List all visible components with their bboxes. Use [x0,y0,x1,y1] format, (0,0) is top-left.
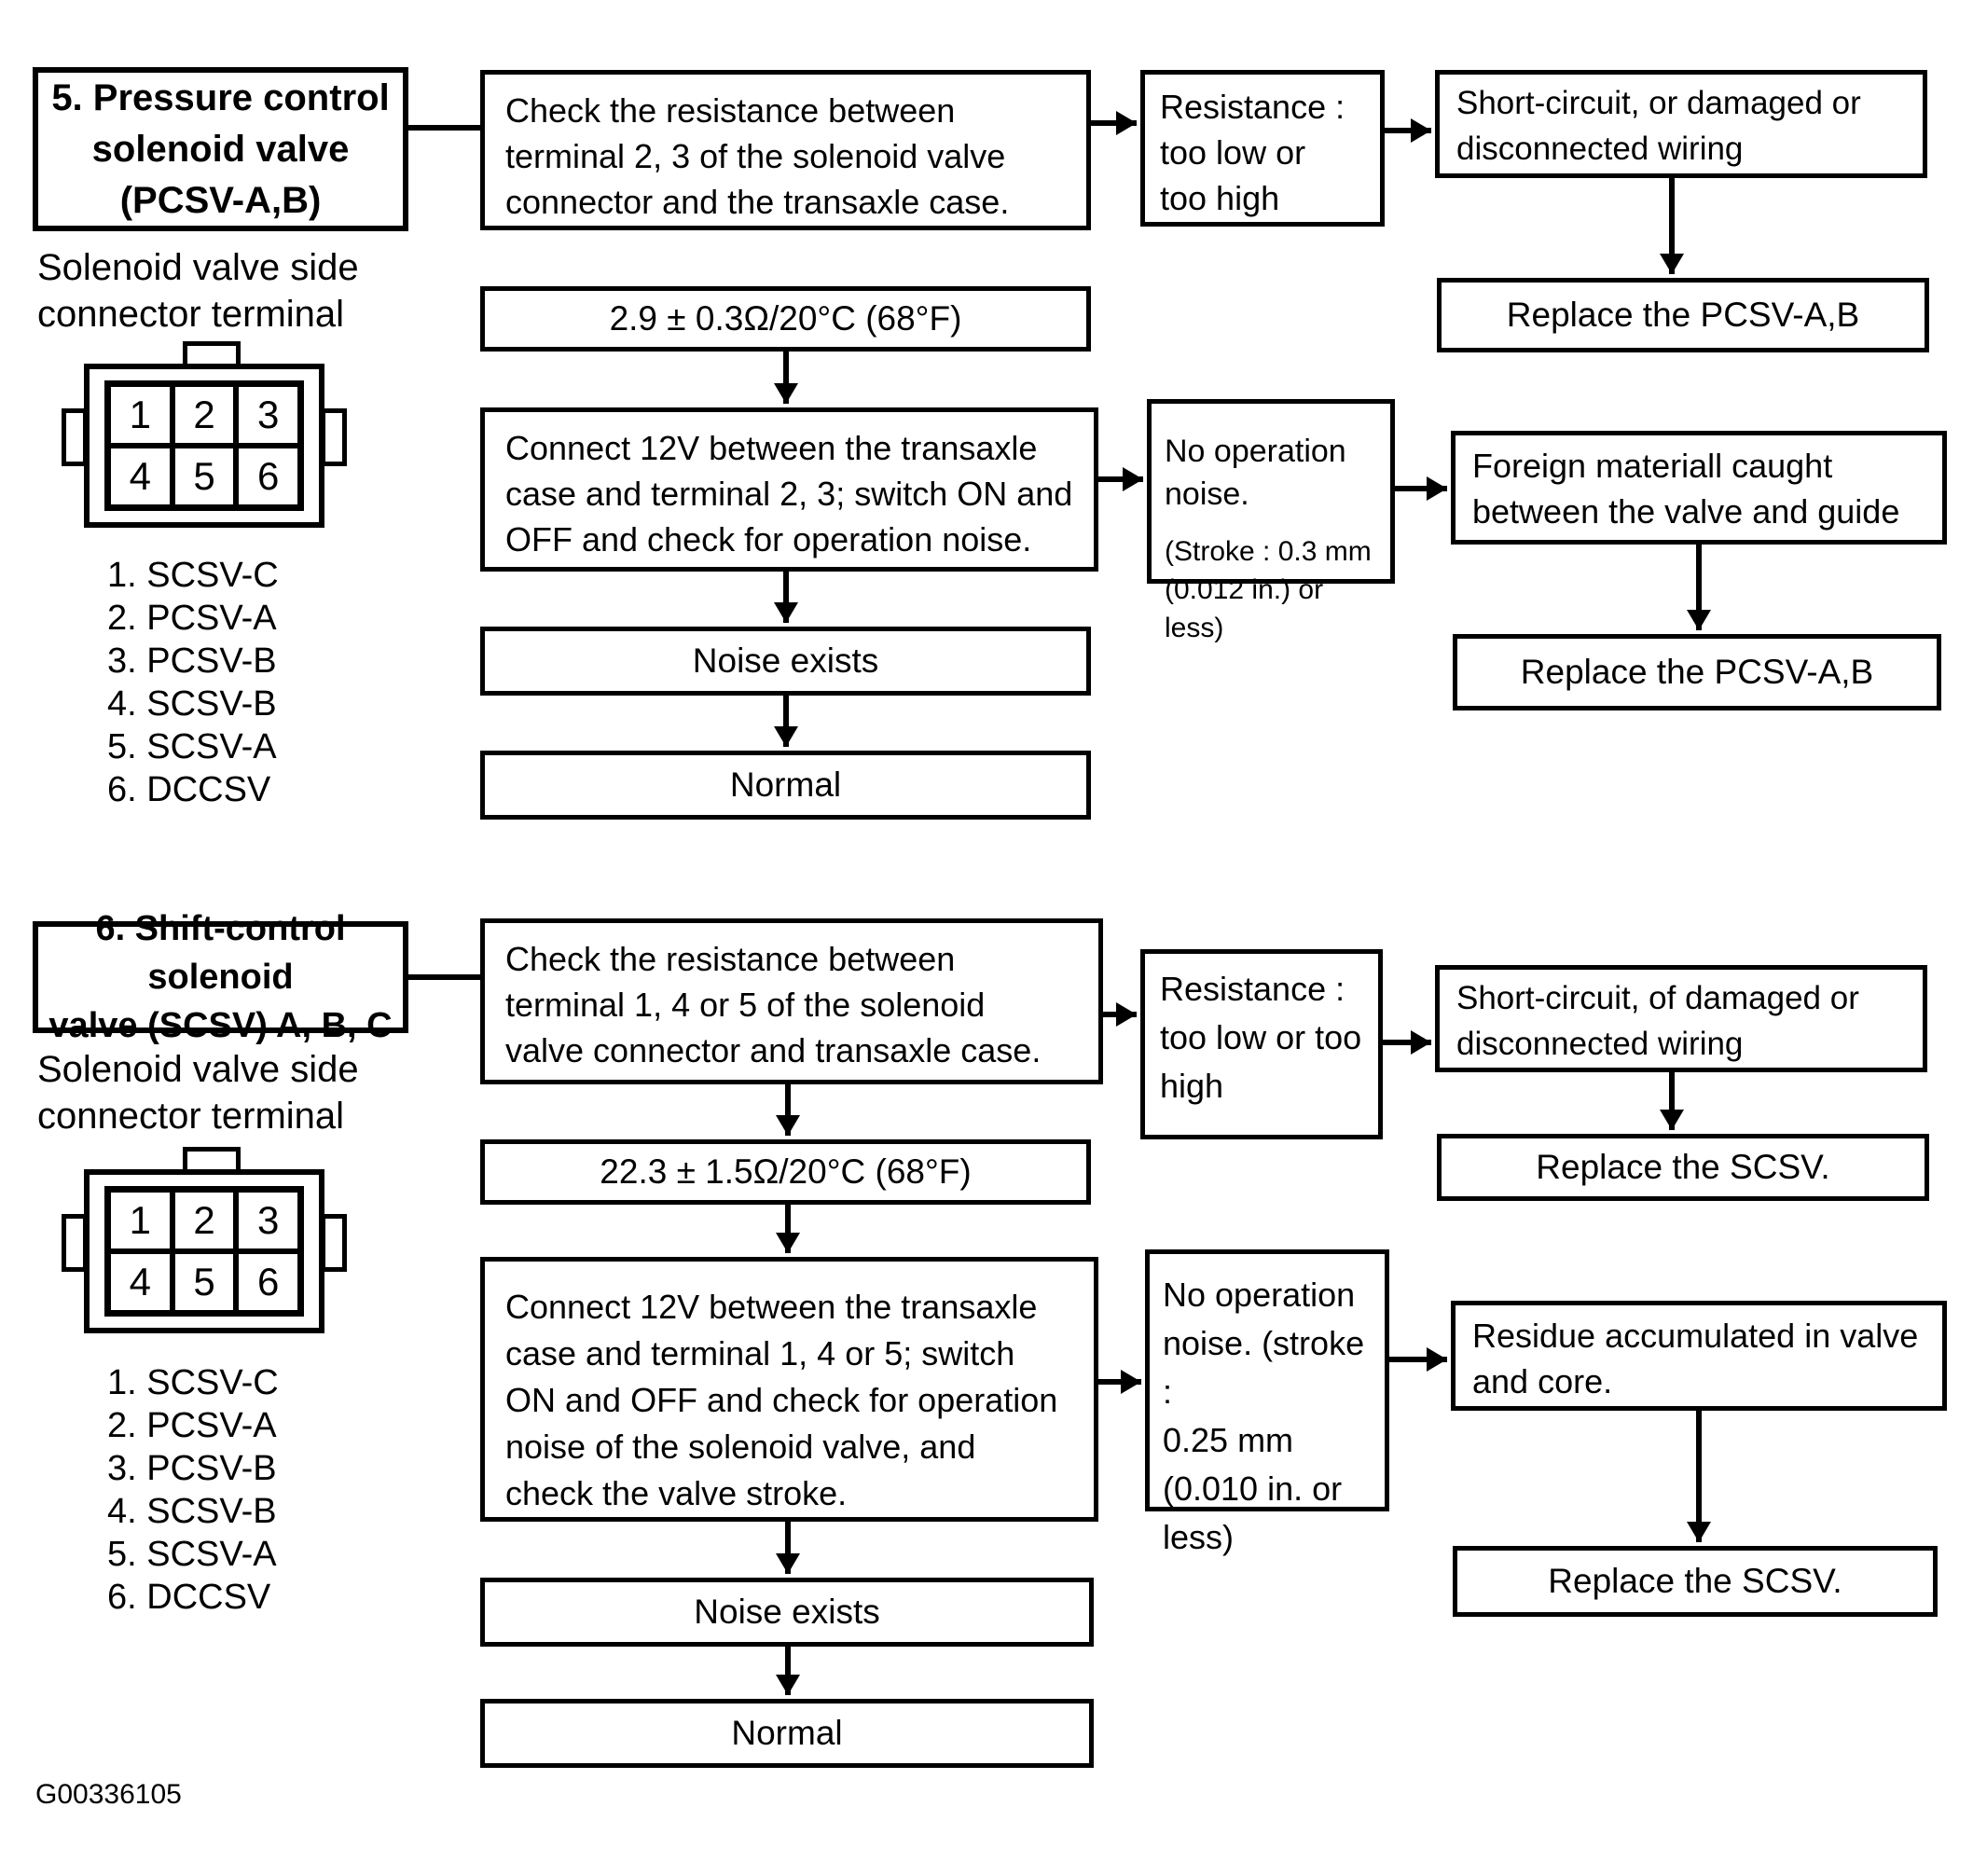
section1-title-box: 5. Pressure control solenoid valve (PCSV… [33,67,408,231]
pin-label: 1. SCSV-C [107,1363,279,1402]
connector-right-tab-icon [321,1214,347,1272]
pin-cell: 4 [108,446,172,507]
check-resistance-box-1: Check the resistance between terminal 2,… [480,70,1091,230]
spec-value-box-1: 2.9 ± 0.3Ω/20°C (68°F) [480,286,1091,352]
pin-label: 3. PCSV-B [107,1449,277,1488]
connector-pin-grid-2: 1 2 3 4 5 6 [104,1186,304,1317]
pin-cell: 3 [236,1190,300,1251]
normal-box-2: Normal [480,1699,1094,1768]
pin-cell: 1 [108,384,172,446]
pin-cell: 5 [172,1251,237,1313]
check-resistance-box-2: Check the resistance between terminal 1,… [480,918,1103,1084]
pin-cell: 6 [236,446,300,507]
pin-label: 4. SCSV-B [107,1492,277,1531]
pin-label: 4. SCSV-B [107,684,277,724]
replace-scsv-top-box: Replace the SCSV. [1437,1134,1929,1201]
spec-value-box-2: 22.3 ± 1.5Ω/20°C (68°F) [480,1139,1091,1205]
pin-cell: 2 [172,384,237,446]
normal-box-1: Normal [480,751,1091,820]
noise-exists-box-2: Noise exists [480,1578,1094,1647]
pin-cell: 4 [108,1251,172,1313]
resistance-result-box-1: Resistance : too low or too high [1140,70,1385,227]
replace-pcsv-top-box: Replace the PCSV-A,B [1437,278,1929,352]
resistance-result-box-2: Resistance : too low or too high [1140,949,1383,1139]
pin-label: 5. SCSV-A [107,727,277,766]
no-operation-noise-box-1: No operation noise. (Stroke : 0.3 mm (0.… [1147,399,1395,643]
pin-cell: 2 [172,1190,237,1251]
pin-cell: 5 [172,446,237,507]
residue-box: Residue accumulated in valve and core. [1451,1301,1947,1411]
pin-label-list-1: 1. SCSV-C 2. PCSV-A 3. PCSV-B 4. SCSV-B … [107,554,279,811]
pin-label: 1. SCSV-C [107,556,279,595]
replace-scsv-bottom-box: Replace the SCSV. [1453,1546,1938,1617]
no-noise-text: No operation noise. [1165,434,1346,512]
pin-label: 5. SCSV-A [107,1535,277,1574]
no-noise-stroke-text: (Stroke : 0.3 mm (0.012 in.) or less) [1165,536,1372,643]
pin-label: 2. PCSV-A [107,599,277,638]
pin-label: 6. DCCSV [107,770,271,809]
pin-label-list-2: 1. SCSV-C 2. PCSV-A 3. PCSV-B 4. SCSV-B … [107,1361,279,1619]
foreign-material-box: Foreign materiall caught between the val… [1451,431,1947,545]
pin-label: 6. DCCSV [107,1578,271,1617]
connector-caption-1: Solenoid valve side connector terminal [37,247,359,335]
connect-12v-box-2: Connect 12V between the transaxle case a… [480,1257,1098,1522]
pin-label: 3. PCSV-B [107,641,277,681]
replace-pcsv-bottom-box: Replace the PCSV-A,B [1453,634,1941,710]
short-circuit-box-1: Short-circuit, or damaged or disconnecte… [1435,70,1927,178]
section2-title-box: 6. Shift-control solenoid valve (SCSV) A… [33,909,408,1045]
connector-pin-grid-1: 1 2 3 4 5 6 [104,380,304,511]
noise-exists-box-1: Noise exists [480,627,1091,696]
pin-cell: 3 [236,384,300,446]
no-operation-noise-box-2: No operation noise. (stroke : 0.25 mm (0… [1145,1249,1389,1556]
pin-cell: 1 [108,1190,172,1251]
figure-code: G00336105 [35,1779,182,1810]
pin-label: 2. PCSV-A [107,1406,277,1445]
pin-cell: 6 [236,1251,300,1313]
short-circuit-box-2: Short-circuit, of damaged or disconnecte… [1435,965,1927,1072]
connector-right-tab-icon [321,408,347,466]
connect-12v-box-1: Connect 12V between the transaxle case a… [480,407,1098,572]
connector-caption-2: Solenoid valve side connector terminal [37,1049,359,1137]
